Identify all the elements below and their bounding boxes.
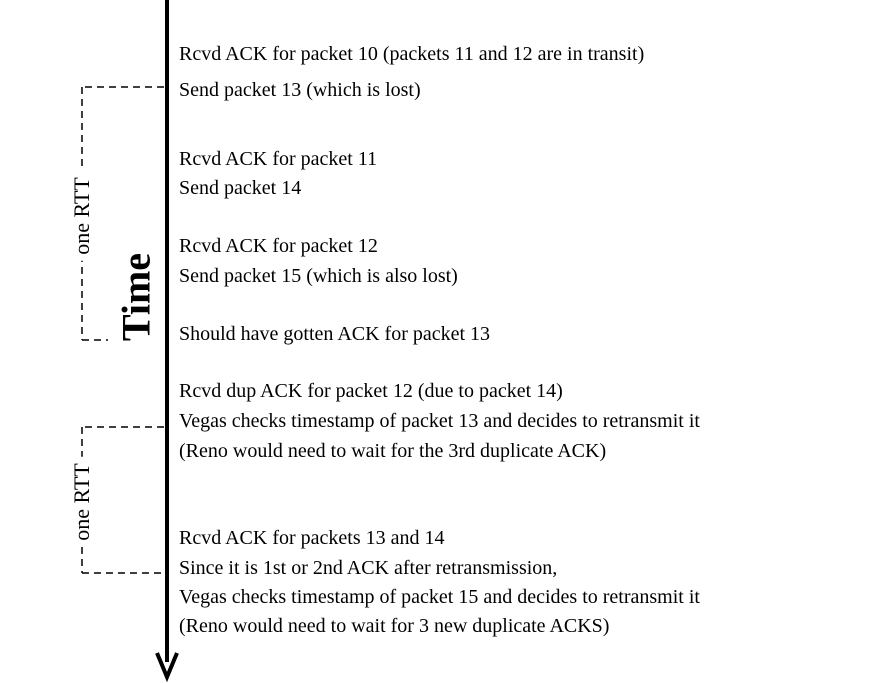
event-expected-ack-13: Should have gotten ACK for packet 13 xyxy=(179,323,491,345)
event-reno-note-1: (Reno would need to wait for the 3rd dup… xyxy=(179,440,607,462)
event-reno-note-2: (Reno would need to wait for 3 new dupli… xyxy=(179,615,610,637)
event-rcvd-ack-12: Rcvd ACK for packet 12 xyxy=(179,235,378,257)
event-send-13: Send packet 13 (which is lost) xyxy=(179,79,421,101)
event-send-15: Send packet 15 (which is also lost) xyxy=(179,265,458,287)
event-rcvd-ack-11: Rcvd ACK for packet 11 xyxy=(179,148,378,170)
time-axis-label: Time xyxy=(113,252,159,342)
rtt-label-2: one RTT xyxy=(69,457,95,547)
time-axis-arrowhead xyxy=(155,652,179,683)
event-vegas-retransmit-15: Vegas checks timestamp of packet 15 and … xyxy=(179,586,700,608)
event-ack-after-retrans: Since it is 1st or 2nd ACK after retrans… xyxy=(179,557,558,579)
event-dup-ack-12: Rcvd dup ACK for packet 12 (due to packe… xyxy=(179,380,563,402)
event-rcvd-ack-13-14: Rcvd ACK for packets 13 and 14 xyxy=(179,527,445,549)
rtt-label-1: one RTT xyxy=(69,171,95,261)
event-rcvd-ack-10: Rcvd ACK for packet 10 (packets 11 and 1… xyxy=(179,43,645,65)
event-vegas-retransmit-13: Vegas checks timestamp of packet 13 and … xyxy=(179,410,700,432)
event-send-14: Send packet 14 xyxy=(179,177,302,199)
